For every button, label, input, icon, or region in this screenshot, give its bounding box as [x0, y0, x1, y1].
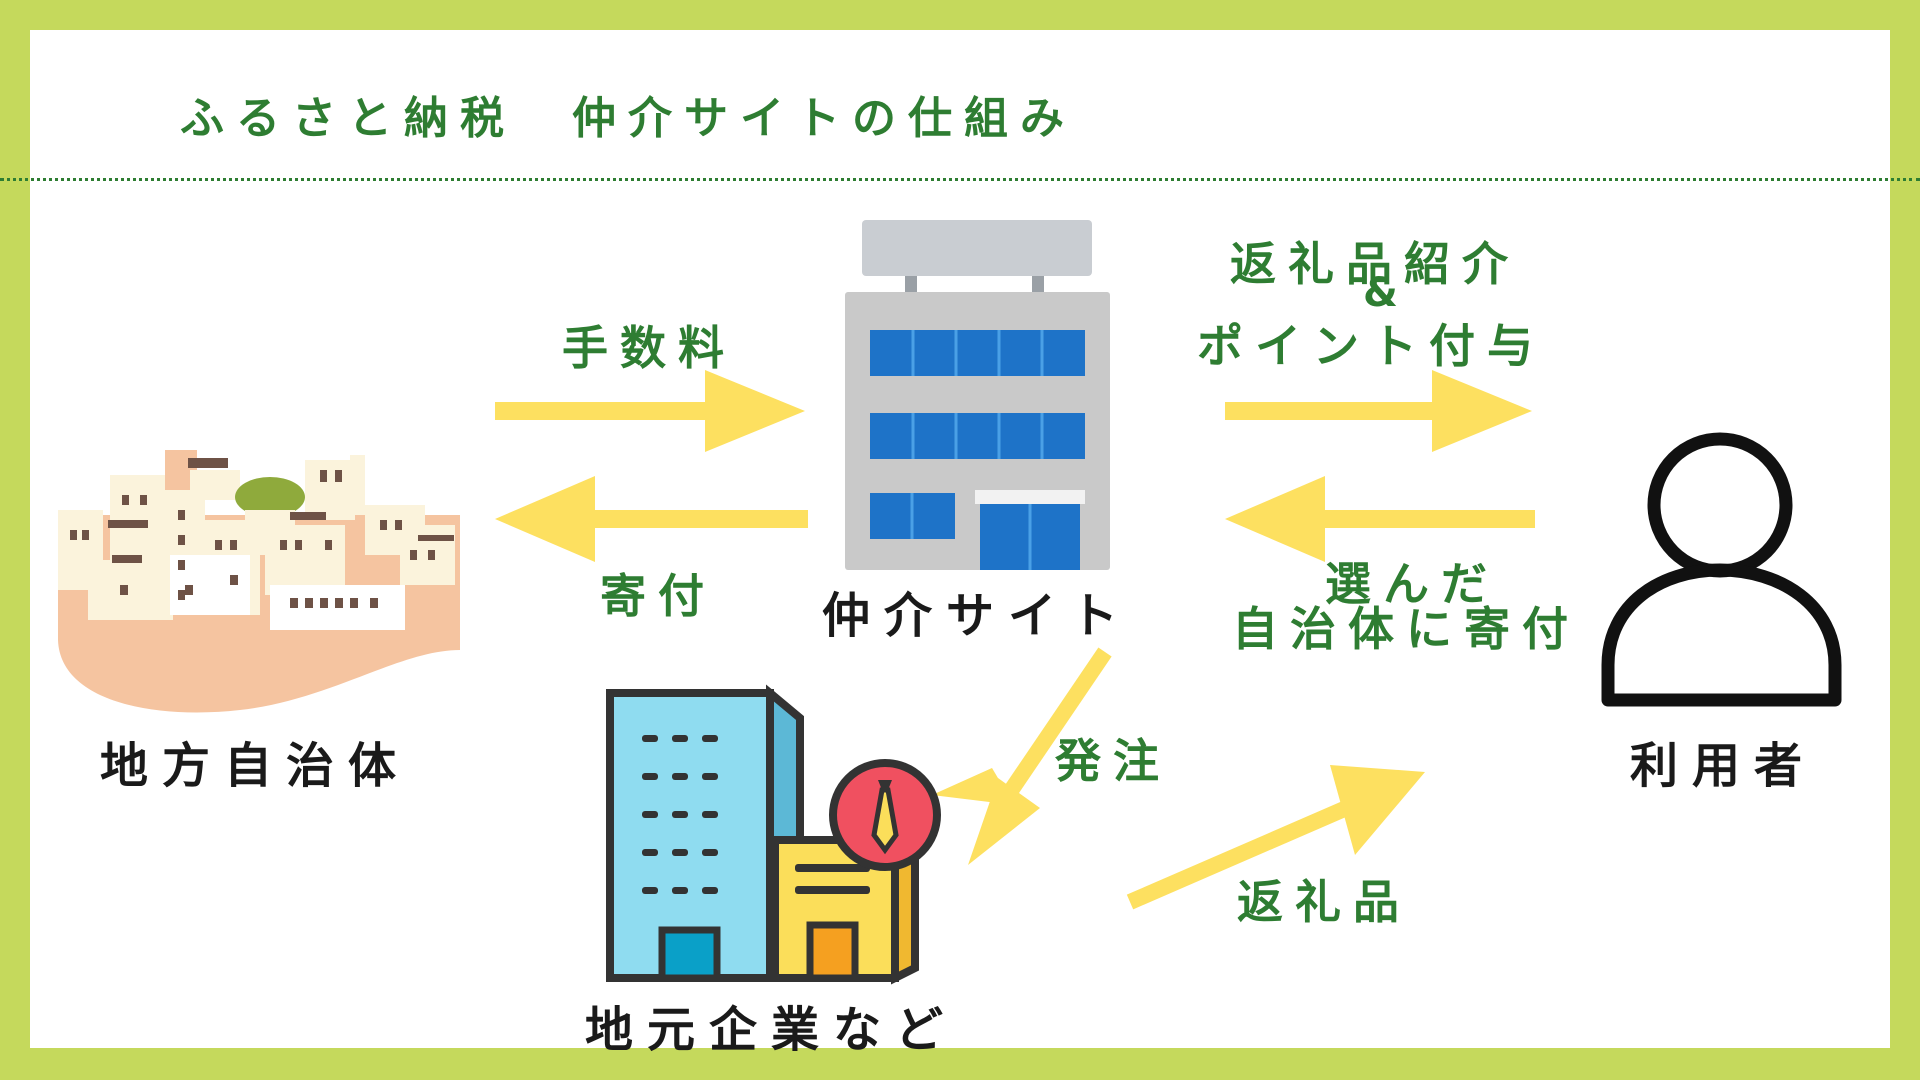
- page-title: ふるさと納税 仲介サイトの仕組み: [180, 93, 1076, 144]
- edge-label-intro-line3: ポイント付与: [1197, 319, 1545, 373]
- user-icon: [1601, 432, 1842, 707]
- arrow-gift: [1126, 765, 1425, 910]
- node-label-user: 利用者: [1630, 738, 1817, 794]
- local-business-icon: [606, 684, 941, 985]
- edge-label-fee: 手数料: [562, 321, 736, 375]
- arrow-choose-donate: [1225, 476, 1535, 562]
- node-label-municipality: 地方自治体: [100, 738, 411, 794]
- node-label-business: 地元企業など: [585, 1002, 958, 1058]
- town-icon: [58, 450, 460, 713]
- arrow-intro: [1225, 370, 1532, 452]
- arrow-donation: [495, 476, 808, 562]
- edge-label-choose-line1: 選んだ: [1325, 557, 1499, 611]
- arrow-order: [932, 647, 1112, 865]
- dotted-divider: [0, 178, 1920, 181]
- node-label-site: 仲介サイト: [822, 588, 1133, 644]
- edge-label-gift: 返礼品: [1237, 875, 1411, 929]
- edge-label-donation: 寄付: [600, 569, 716, 623]
- edge-label-intro-line1: 返礼品紹介: [1230, 237, 1520, 291]
- edge-label-intro-line2: &: [1363, 270, 1410, 316]
- office-building-icon: [845, 220, 1110, 570]
- edge-label-order: 発注: [1055, 734, 1171, 788]
- edge-label-choose-line2: 自治体に寄付: [1232, 602, 1580, 656]
- arrow-fee: [495, 370, 805, 452]
